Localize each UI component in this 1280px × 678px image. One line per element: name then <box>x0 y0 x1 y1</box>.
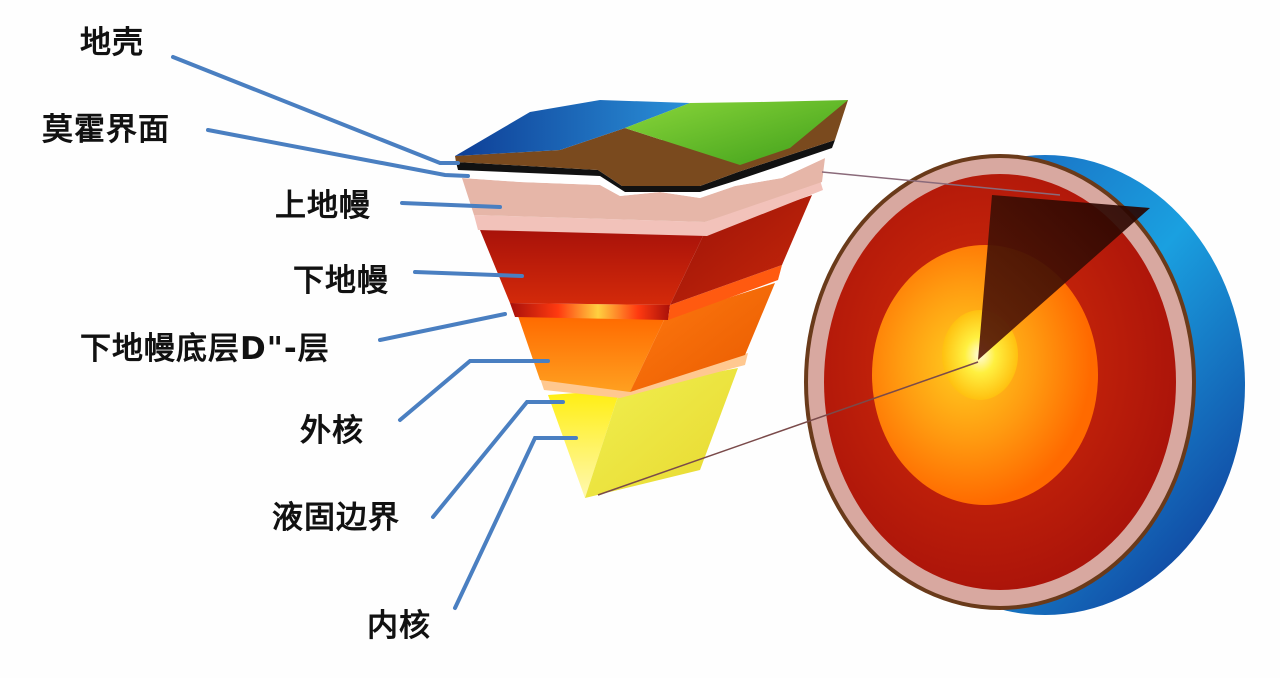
earth-wedge <box>455 100 848 498</box>
label-upper-mantle: 上地幔 <box>275 188 371 224</box>
wedge-lower-mantle <box>480 230 705 305</box>
label-moho: 莫霍界面 <box>42 112 170 148</box>
wedge-moho-line <box>456 140 835 192</box>
projection-line-bottom <box>597 361 979 496</box>
leader-line-liquid-solid <box>431 400 565 519</box>
label-inner-core: 内核 <box>367 608 431 644</box>
wedge-mantle-boundary <box>474 180 823 236</box>
wedge-outer-core <box>518 316 665 392</box>
wedge-land <box>625 100 848 165</box>
label-crust: 地壳 <box>80 25 144 61</box>
earth-sphere <box>597 154 1245 615</box>
wedge-lower-mantle-side <box>670 195 812 305</box>
wedge-outer-core-side <box>630 283 775 392</box>
leader-line-outer-core <box>398 359 550 422</box>
wedge-d-layer-side <box>668 265 782 320</box>
leader-line-moho <box>206 128 470 178</box>
wedge-moho-gap <box>458 150 830 198</box>
leader-line-lower-mantle <box>413 270 524 278</box>
projection-line-top <box>821 171 1061 196</box>
leader-line-upper-mantle <box>400 201 502 209</box>
label-lower-mantle: 下地幔 <box>293 263 389 299</box>
leader-line-inner-core <box>453 436 578 610</box>
sphere-cutaway <box>978 195 1150 360</box>
label-outer-core: 外核 <box>300 413 364 449</box>
label-liquid-solid-boundary: 液固边界 <box>272 500 400 536</box>
wedge-d-layer <box>510 303 670 320</box>
wedge-crust <box>455 100 848 186</box>
label-d-double-prime-layer: 下地幔底层D"-层 <box>80 331 330 367</box>
wedge-ocean <box>455 100 690 156</box>
wedge-inner-core <box>548 390 620 498</box>
wedge-upper-mantle <box>462 158 825 222</box>
leader-lines <box>171 55 578 610</box>
leader-line-d-layer <box>378 312 507 342</box>
leader-line-crust <box>171 55 460 165</box>
wedge-inner-core-side <box>585 368 738 498</box>
